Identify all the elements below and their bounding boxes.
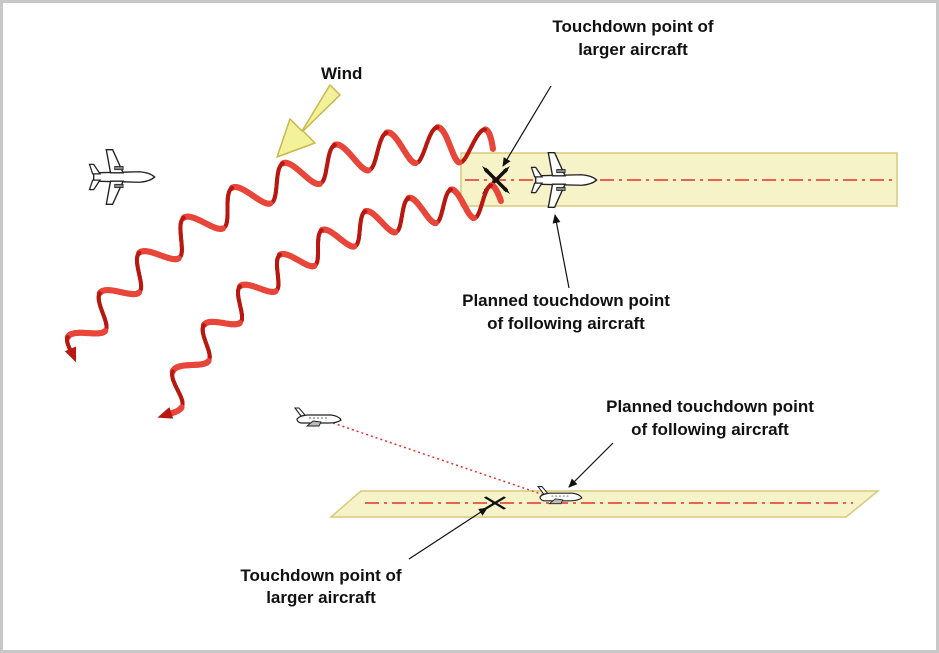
glide-path <box>332 422 548 497</box>
top-planned-label-line2: of following aircraft <box>487 314 645 333</box>
bottom-runway <box>328 490 881 518</box>
wind-label: Wind <box>321 64 362 83</box>
wake-vortex-left <box>64 124 496 363</box>
bottom-planned-label-line1: Planned touchdown point <box>606 397 814 416</box>
wake-vortices <box>64 124 504 419</box>
leader-line-top-touchdown <box>502 85 552 167</box>
bottom-planned-label-line2: of following aircraft <box>631 420 789 439</box>
touchdown-x-icon <box>483 496 507 510</box>
leader-line-top-planned <box>552 214 570 289</box>
top-touchdown-label-line2: larger aircraft <box>578 40 688 59</box>
airplane-icon <box>88 149 156 205</box>
leader-line-bottom-planned <box>568 442 614 488</box>
leader-line-bottom-touchdown <box>408 507 488 560</box>
top-touchdown-label-line1: Touchdown point of <box>552 17 713 36</box>
bottom-touchdown-label-line2: larger aircraft <box>266 588 376 607</box>
wake-turbulence-diagram: Wind Touchdown point of larger aircraft … <box>64 17 898 607</box>
bottom-touchdown-label-line1: Touchdown point of <box>240 566 401 585</box>
wind-arrow-icon <box>276 84 341 158</box>
wake-vortex-right <box>157 182 504 419</box>
top-planned-label-line1: Planned touchdown point <box>462 291 670 310</box>
